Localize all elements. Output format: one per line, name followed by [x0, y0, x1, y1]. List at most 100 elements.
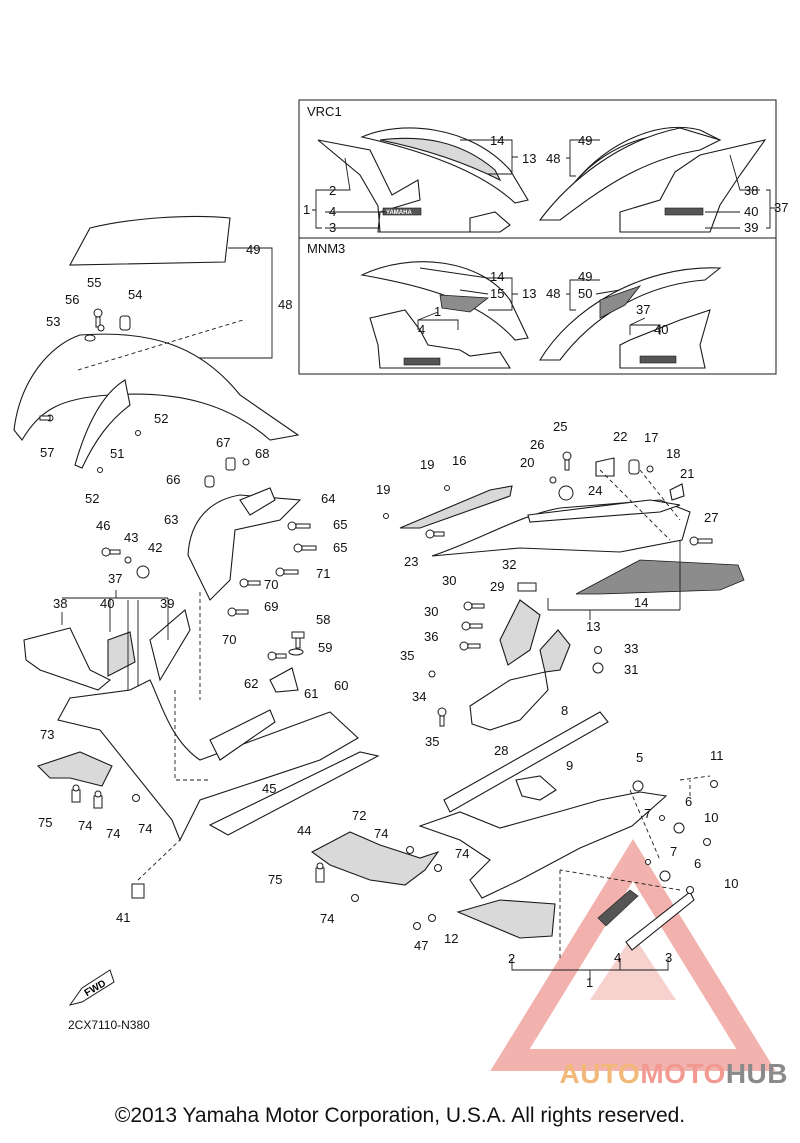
washer-icon [659, 815, 665, 821]
callout-1: 1 [586, 975, 593, 990]
vrc1-right-cowl [538, 127, 722, 221]
leader [629, 317, 661, 335]
callout-59: 59 [318, 640, 332, 655]
leader [61, 590, 169, 640]
washer-icon [444, 485, 450, 491]
inset-title-vrc1: VRC1 [307, 104, 342, 119]
callout-72: 72 [352, 808, 366, 823]
vrc1-left-upper-cowl [360, 127, 529, 204]
screw-icon [239, 578, 261, 588]
callout-55: 55 [87, 275, 101, 290]
vrc1-left-decal [382, 207, 422, 216]
right-trim [625, 891, 695, 951]
screw-icon [459, 641, 481, 651]
callout-56: 56 [65, 292, 79, 307]
inner-panel-bracket [187, 494, 302, 601]
callout-1: 1 [434, 304, 441, 319]
fwd-arrow-icon: FWD [68, 969, 115, 1006]
callout-4: 4 [418, 322, 425, 337]
vrc1-right-decal [664, 207, 704, 216]
mnm3-left-decal [403, 357, 441, 366]
callout-37: 37 [636, 302, 650, 317]
bolt-icon [291, 631, 305, 649]
vrc1-right-side-cowl [619, 139, 767, 233]
screw-icon [461, 621, 483, 631]
washer-icon [97, 467, 103, 473]
screw-icon [39, 414, 54, 422]
screw-icon [428, 670, 436, 678]
grommet-icon [204, 475, 215, 488]
leader [460, 139, 518, 175]
callout-8: 8 [561, 703, 568, 718]
grommet-icon [632, 780, 644, 792]
variant-insets: VRC1 MNM3 [298, 99, 777, 375]
callout-37: 37 [108, 571, 122, 586]
callout-23: 23 [404, 554, 418, 569]
callout-13: 13 [586, 619, 600, 634]
screw-icon [101, 547, 121, 557]
callout-69: 69 [264, 599, 278, 614]
callout-50: 50 [578, 286, 592, 301]
watermark-logo-icon [490, 839, 776, 1071]
callout-21: 21 [680, 466, 694, 481]
callout-3: 3 [329, 220, 336, 235]
push-rivet-icon [93, 790, 103, 809]
callout-3: 3 [665, 950, 672, 965]
screw-icon [413, 922, 421, 930]
screw-icon [293, 543, 317, 553]
callout-41: 41 [116, 910, 130, 925]
callout-30: 30 [424, 604, 438, 619]
callout-13: 13 [522, 286, 536, 301]
callout-58: 58 [316, 612, 330, 627]
callout-53: 53 [46, 314, 60, 329]
callout-52: 52 [154, 411, 168, 426]
callout-39: 39 [160, 596, 174, 611]
callout-75: 75 [268, 872, 282, 887]
callout-15: 15 [490, 286, 504, 301]
windshield [69, 215, 231, 266]
screw-icon [594, 646, 602, 654]
callout-44: 44 [297, 823, 311, 838]
washer-icon [645, 859, 651, 865]
callout-43: 43 [124, 530, 138, 545]
main-diagram: FWD [13, 215, 745, 1006]
leader [312, 157, 385, 229]
callout-6: 6 [685, 794, 692, 809]
leader [77, 319, 244, 371]
left-lower-panel [149, 609, 191, 682]
vrc1-left-upper-decal [379, 137, 502, 182]
tail-bracket-side [539, 629, 571, 673]
callout-30: 30 [442, 573, 456, 588]
lower-cowling [57, 679, 359, 842]
right-decal [597, 889, 639, 927]
callout-26: 26 [530, 437, 544, 452]
callout-74: 74 [78, 818, 92, 833]
callout-48: 48 [546, 151, 560, 166]
callout-10: 10 [704, 810, 718, 825]
screw-icon [437, 707, 447, 727]
callout-66: 66 [166, 472, 180, 487]
callout-35: 35 [400, 648, 414, 663]
callout-10: 10 [724, 876, 738, 891]
center-bracket [310, 831, 440, 886]
watermark-text: AUTOMOTOHUB [560, 1058, 788, 1090]
callout-4: 4 [614, 950, 621, 965]
callout-49: 49 [578, 269, 592, 284]
callout-14: 14 [490, 133, 504, 148]
callout-65: 65 [333, 540, 347, 555]
vrc1-left-side-cowl [317, 139, 511, 233]
callout-5: 5 [636, 750, 643, 765]
mnm3-right-upper-decal [599, 285, 642, 319]
callout-61: 61 [304, 686, 318, 701]
grommet-icon [558, 485, 574, 501]
callout-32: 32 [502, 557, 516, 572]
push-rivet-icon [71, 784, 81, 803]
right-lower-cowling [418, 791, 668, 899]
seal-strip [208, 751, 380, 836]
callout-60: 60 [334, 678, 348, 693]
screw-icon [710, 780, 718, 788]
callout-73: 73 [40, 727, 54, 742]
watermark-hub: HUB [725, 1058, 788, 1089]
callout-74: 74 [320, 911, 334, 926]
